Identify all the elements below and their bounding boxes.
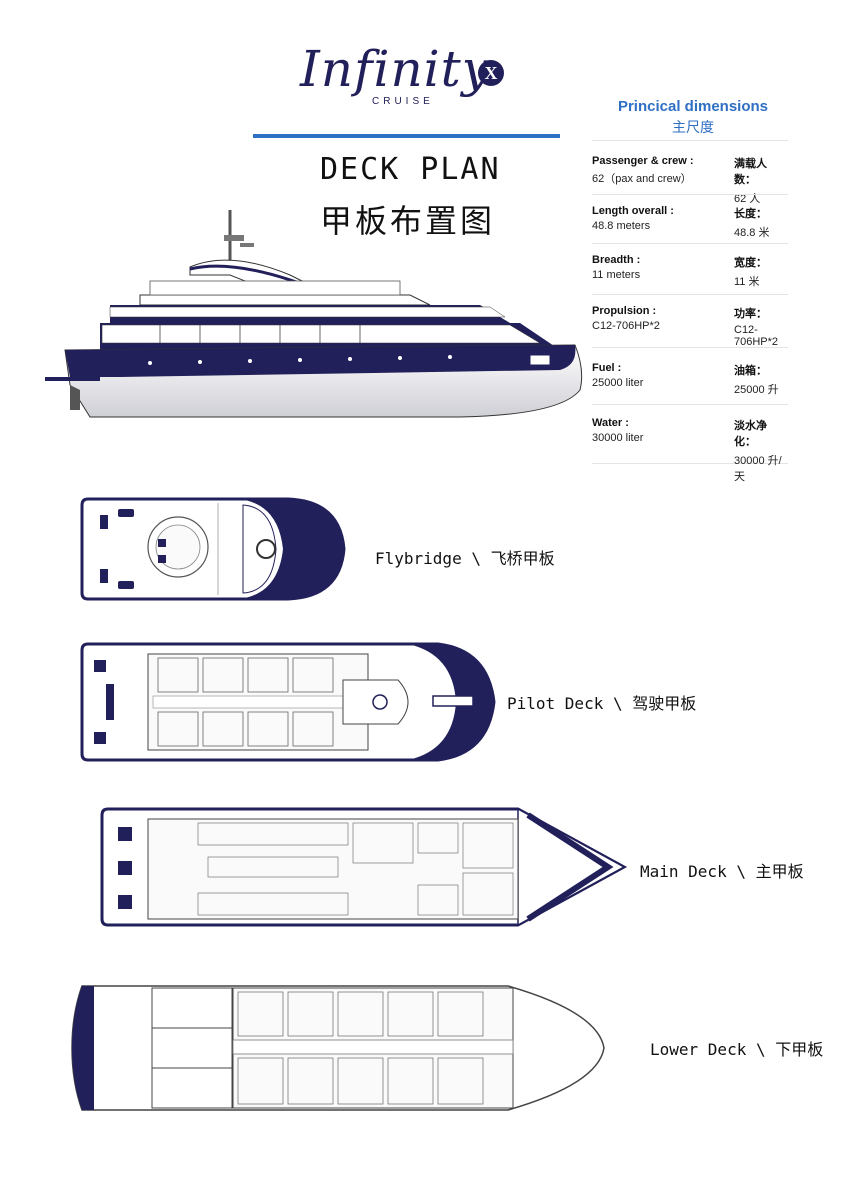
dimension-value: C12-706HP*2: [592, 320, 660, 332]
dimension-value-cn: 62 人: [734, 193, 761, 205]
deck-label-pilot: Pilot Deck \ 驾驶甲板: [507, 694, 697, 713]
deck-label-lower: Lower Deck \ 下甲板: [650, 1040, 824, 1059]
dimension-label-cn: 淡水净化：: [734, 420, 767, 448]
page-title: DECK PLAN: [320, 152, 501, 187]
pilot-deck-plan: [80, 642, 496, 762]
flybridge-plan: [80, 497, 346, 601]
dimensions-title-cn: 主尺度: [672, 120, 714, 136]
dimension-label: Propulsion :: [592, 305, 657, 317]
dimension-label: Length overall :: [592, 205, 674, 217]
dimension-value-cn: 11 米: [734, 276, 760, 288]
brand-logo-badge: X: [478, 60, 504, 86]
page-title-cn: 甲板布置图: [320, 202, 496, 240]
dimension-value: 25000 liter: [592, 377, 644, 389]
dimension-row: Passenger & crew : 62（pax and crew） 满载人数…: [592, 140, 788, 205]
dimension-value-cn: 48.8 米: [734, 227, 770, 239]
dimension-label-cn: 满载人数：: [734, 158, 767, 186]
header-divider: [253, 134, 560, 138]
dimension-value-cn: C12-706HP*2: [734, 324, 779, 348]
dimension-row: Propulsion : C12-706HP*2 功率： C12-706HP*2: [592, 294, 788, 348]
dimension-label-cn: 长度：: [734, 208, 767, 220]
main-deck-plan: [100, 807, 628, 927]
dimension-value: 11 meters: [592, 269, 641, 281]
brand-logo-word: Infinity: [300, 40, 491, 98]
dimension-label: Water :: [592, 417, 629, 429]
deck-label-flybridge: Flybridge \ 飞桥甲板: [375, 549, 555, 568]
dimension-value: 48.8 meters: [592, 220, 651, 232]
dimension-row: Length overall : 48.8 meters 长度： 48.8 米: [592, 194, 788, 241]
dimension-label-cn: 功率：: [734, 308, 767, 320]
dimension-label-cn: 宽度：: [734, 257, 767, 269]
dimension-value: 30000 liter: [592, 432, 644, 444]
lower-deck-plan: [71, 985, 605, 1111]
dimension-row: Breadth : 11 meters 宽度： 11 米: [592, 243, 788, 292]
dimension-label: Passenger & crew :: [592, 155, 694, 167]
brand-logo-sub: CRUISE: [372, 96, 434, 107]
yacht-side-profile: [45, 210, 583, 418]
dimension-value-cn: 30000 升/天: [734, 455, 782, 483]
deck-label-main: Main Deck \ 主甲板: [640, 862, 804, 881]
dimension-row: Water : 30000 liter 淡水净化： 30000 升/天: [592, 404, 788, 483]
dimension-row: Fuel : 25000 liter 油箱： 25000 升: [592, 347, 788, 404]
dimensions-title: Princical dimensions: [617, 98, 769, 115]
dimension-label-cn: 油箱：: [734, 365, 767, 377]
dimension-value-cn: 25000 升: [734, 384, 779, 396]
dimension-value: 62（pax and crew）: [592, 173, 692, 185]
dimension-label: Breadth :: [592, 254, 641, 266]
dimension-label: Fuel :: [592, 362, 622, 374]
